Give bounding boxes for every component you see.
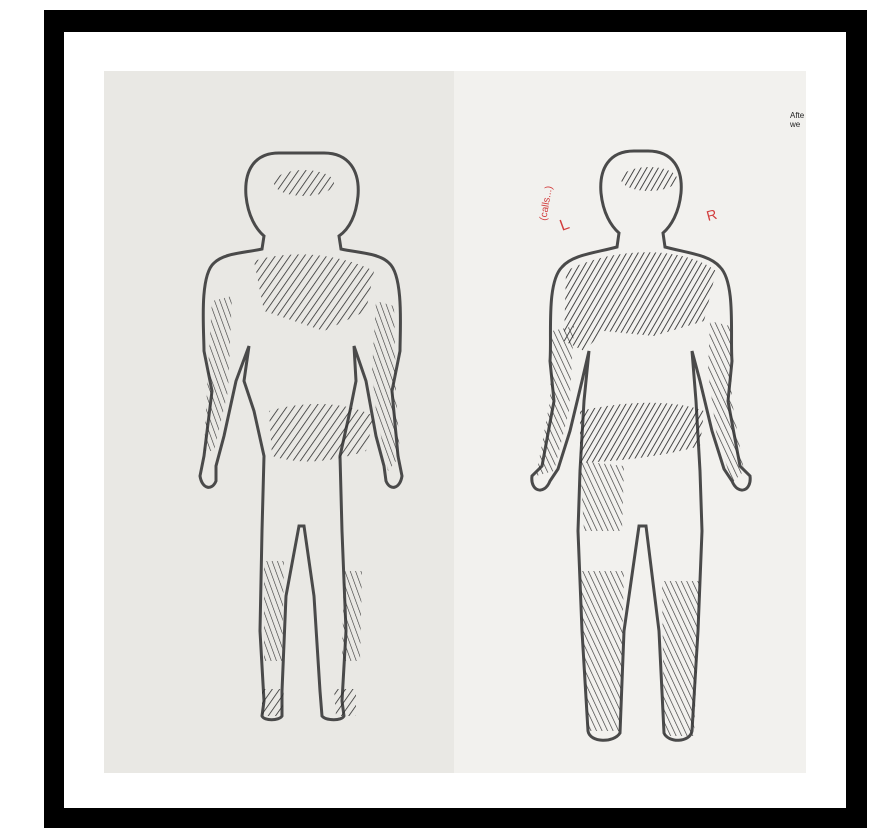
chest-shading <box>254 254 374 331</box>
left-foot-shading <box>262 689 284 716</box>
left-arm-shading <box>204 296 232 451</box>
shoulder-chest-shading <box>564 252 716 351</box>
right-foot-shading <box>334 689 356 716</box>
left-arm-shading <box>536 326 574 476</box>
left-body-outline-drawing <box>104 71 454 773</box>
right-side-marker: R <box>705 206 719 224</box>
right-body-chart-photo: L R (calls...) Afte we <box>454 71 806 773</box>
left-body-chart-photo <box>104 71 454 773</box>
right-arm-shading <box>708 321 744 483</box>
head-shading <box>274 170 334 196</box>
left-side-shading <box>580 461 624 531</box>
handwritten-vertical-note: (calls...) <box>538 185 555 221</box>
cut-off-document-text: Afte we <box>790 111 804 129</box>
abdomen-shading <box>580 403 704 463</box>
head-shading <box>621 167 677 191</box>
right-body-outline-drawing: L R (calls...) <box>454 71 806 773</box>
left-calf-shading <box>264 561 284 661</box>
right-leg-shading <box>662 581 700 736</box>
abdomen-shading <box>269 404 374 461</box>
left-side-marker: L <box>558 216 572 235</box>
right-arm-shading <box>372 301 400 471</box>
right-calf-shading <box>342 571 362 661</box>
